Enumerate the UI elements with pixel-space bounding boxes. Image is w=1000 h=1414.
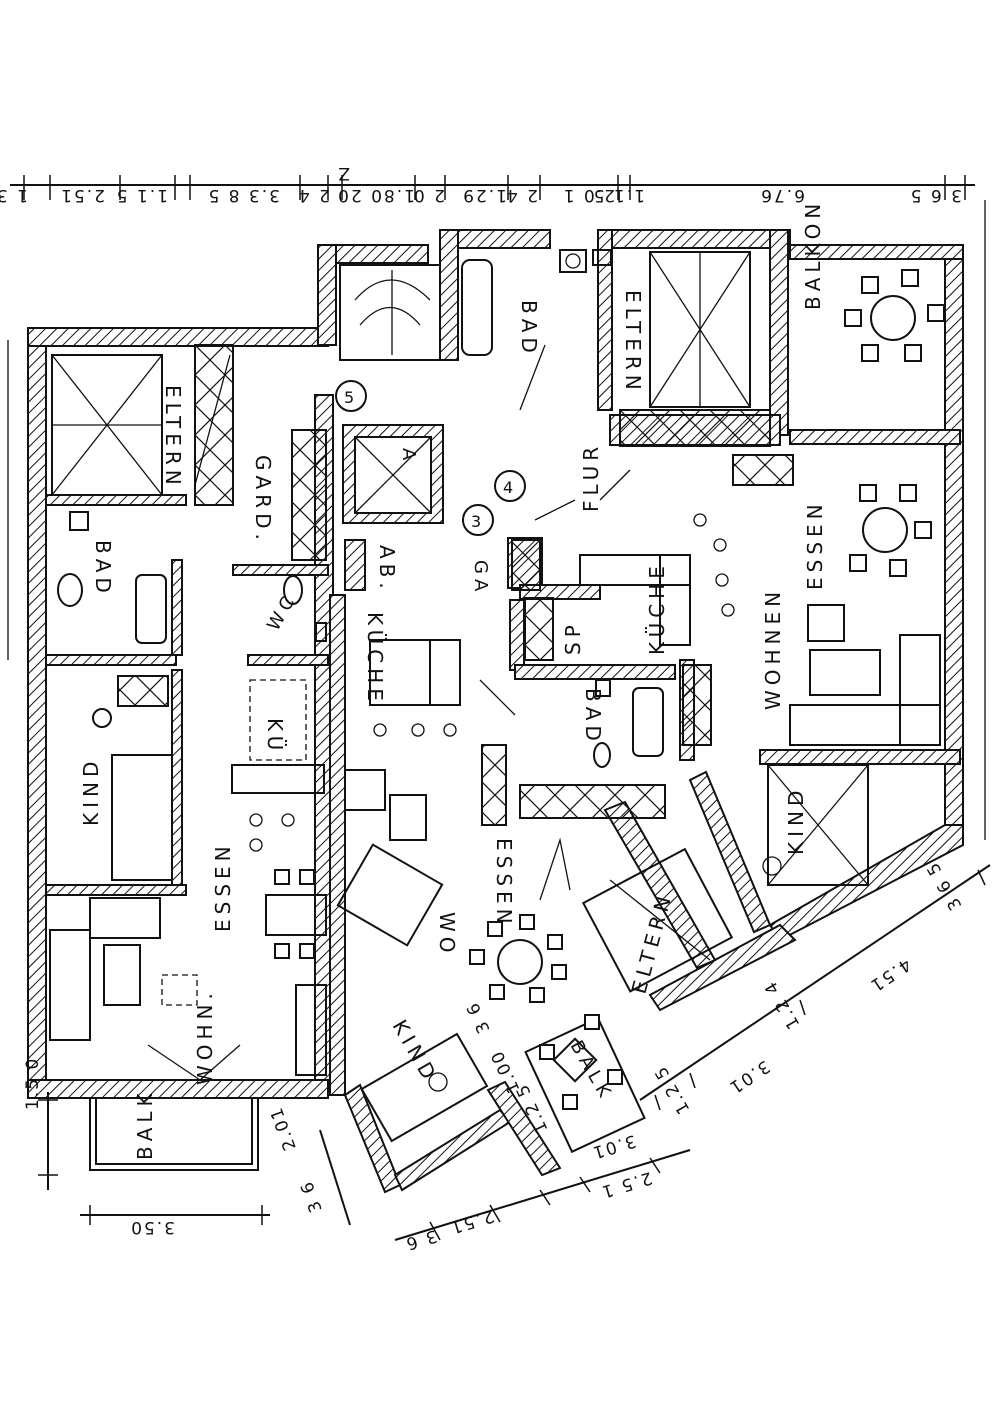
west-unit [27,244,429,1171]
marker-4-label: 4 [503,478,518,497]
room-east-kind: KIND [784,786,808,855]
dim-bottom-9: 3 6 [462,998,494,1036]
dim-bottom-5: 2.51 [447,1205,497,1238]
dim-bottom-3: 2.01 [266,1103,300,1153]
stairwell: 5 4 3 [335,229,551,536]
room-east-eltern: ELTERN [621,290,645,395]
marker-3 [462,504,494,536]
room-west-bad: BAD [91,540,115,598]
east-unit [461,229,964,1012]
room-mid-kueche: KÜCHE [363,612,387,706]
dim-top-10: 2.0 1 [562,185,615,205]
dim-top-2: 2.51 [59,185,105,205]
room-west-eltern: ELTERN [161,385,185,490]
room-west-wohn: WOHN. [193,988,217,1085]
room-mid-ga: GA [470,560,491,596]
room-east-balkon: BALKON [801,199,825,310]
dim-bottom-4: 3 6 [297,1177,327,1215]
room-mid-a: A [398,448,419,465]
dim-top-4: 3.3 8 5 [207,185,280,205]
marker-5-label: 5 [344,388,359,407]
dim-top-9: 2 4 [505,185,538,205]
room-labels: ELTERN GARD. BAD WC KÜ KIND ESSEN WOHN. … [79,199,827,1160]
dim-bottom-14: 1.2 4 [760,976,804,1032]
room-east-flur: FLUR [579,442,603,512]
room-west-essen: ESSEN [211,841,235,932]
dim-top-1: 1 3 [0,185,28,205]
dim-top-6: 1.80 20 [336,185,415,205]
dim-top-12: 6.76 [759,185,805,205]
marker-4 [494,470,526,502]
dim-bottom-6: 3 6 [402,1225,439,1254]
room-east-eltern-south: ELTERN [627,889,677,996]
dim-bottom-11: 2.5 1 [598,1167,655,1202]
room-mid-ab: AB. [375,545,399,594]
dim-top-8: 1.29 [461,185,507,205]
room-west-wc: WC [263,589,301,634]
room-west-gard: GARD. [251,455,275,545]
dim-top-11: 1.1 5 [592,185,645,205]
room-west-kue: KÜ [263,718,287,755]
dim-bottom-10: 3.01 [589,1130,639,1163]
room-mid-essen: ESSEN [492,838,516,929]
room-east-essen: ESSEN [803,499,827,590]
dim-bottom-2: 3.50 [129,1217,175,1237]
dim-bottom-15: 4.51 [865,954,914,996]
marker-5 [335,380,367,412]
room-east-bad-top: BAD [517,300,541,358]
dim-bottom-1: 1.5 0 [23,1057,43,1110]
dim-bottom-13: 3.01 [724,1056,773,1098]
dim-top-13: 3 6 5 [909,185,962,205]
dim-top-5: 2 4 [297,185,330,205]
room-east-sp: SP [561,620,585,655]
dim-top-3: 1.1 5 [115,185,168,205]
room-mid-wo: WO [435,912,459,958]
room-east-wohnen: WOHNEN [761,587,785,710]
room-west-kind: KIND [79,757,103,826]
room-east-kueche: KÜCHE [645,561,669,655]
room-mid-kind: KIND [388,1016,443,1088]
room-east-bad-bottom: BAD [581,688,605,746]
right-margin-ticks [7,200,986,840]
room-west-balk: BALK [133,1088,157,1160]
marker-3-label: 3 [471,512,486,531]
dim-top-7: 2 0 [412,185,445,205]
top-dimension-chain: 1 3 2.51 1.1 5 3.3 8 5 2 4 1.80 20 2 0 1… [0,163,975,205]
dim-top-14: Z [336,163,350,183]
